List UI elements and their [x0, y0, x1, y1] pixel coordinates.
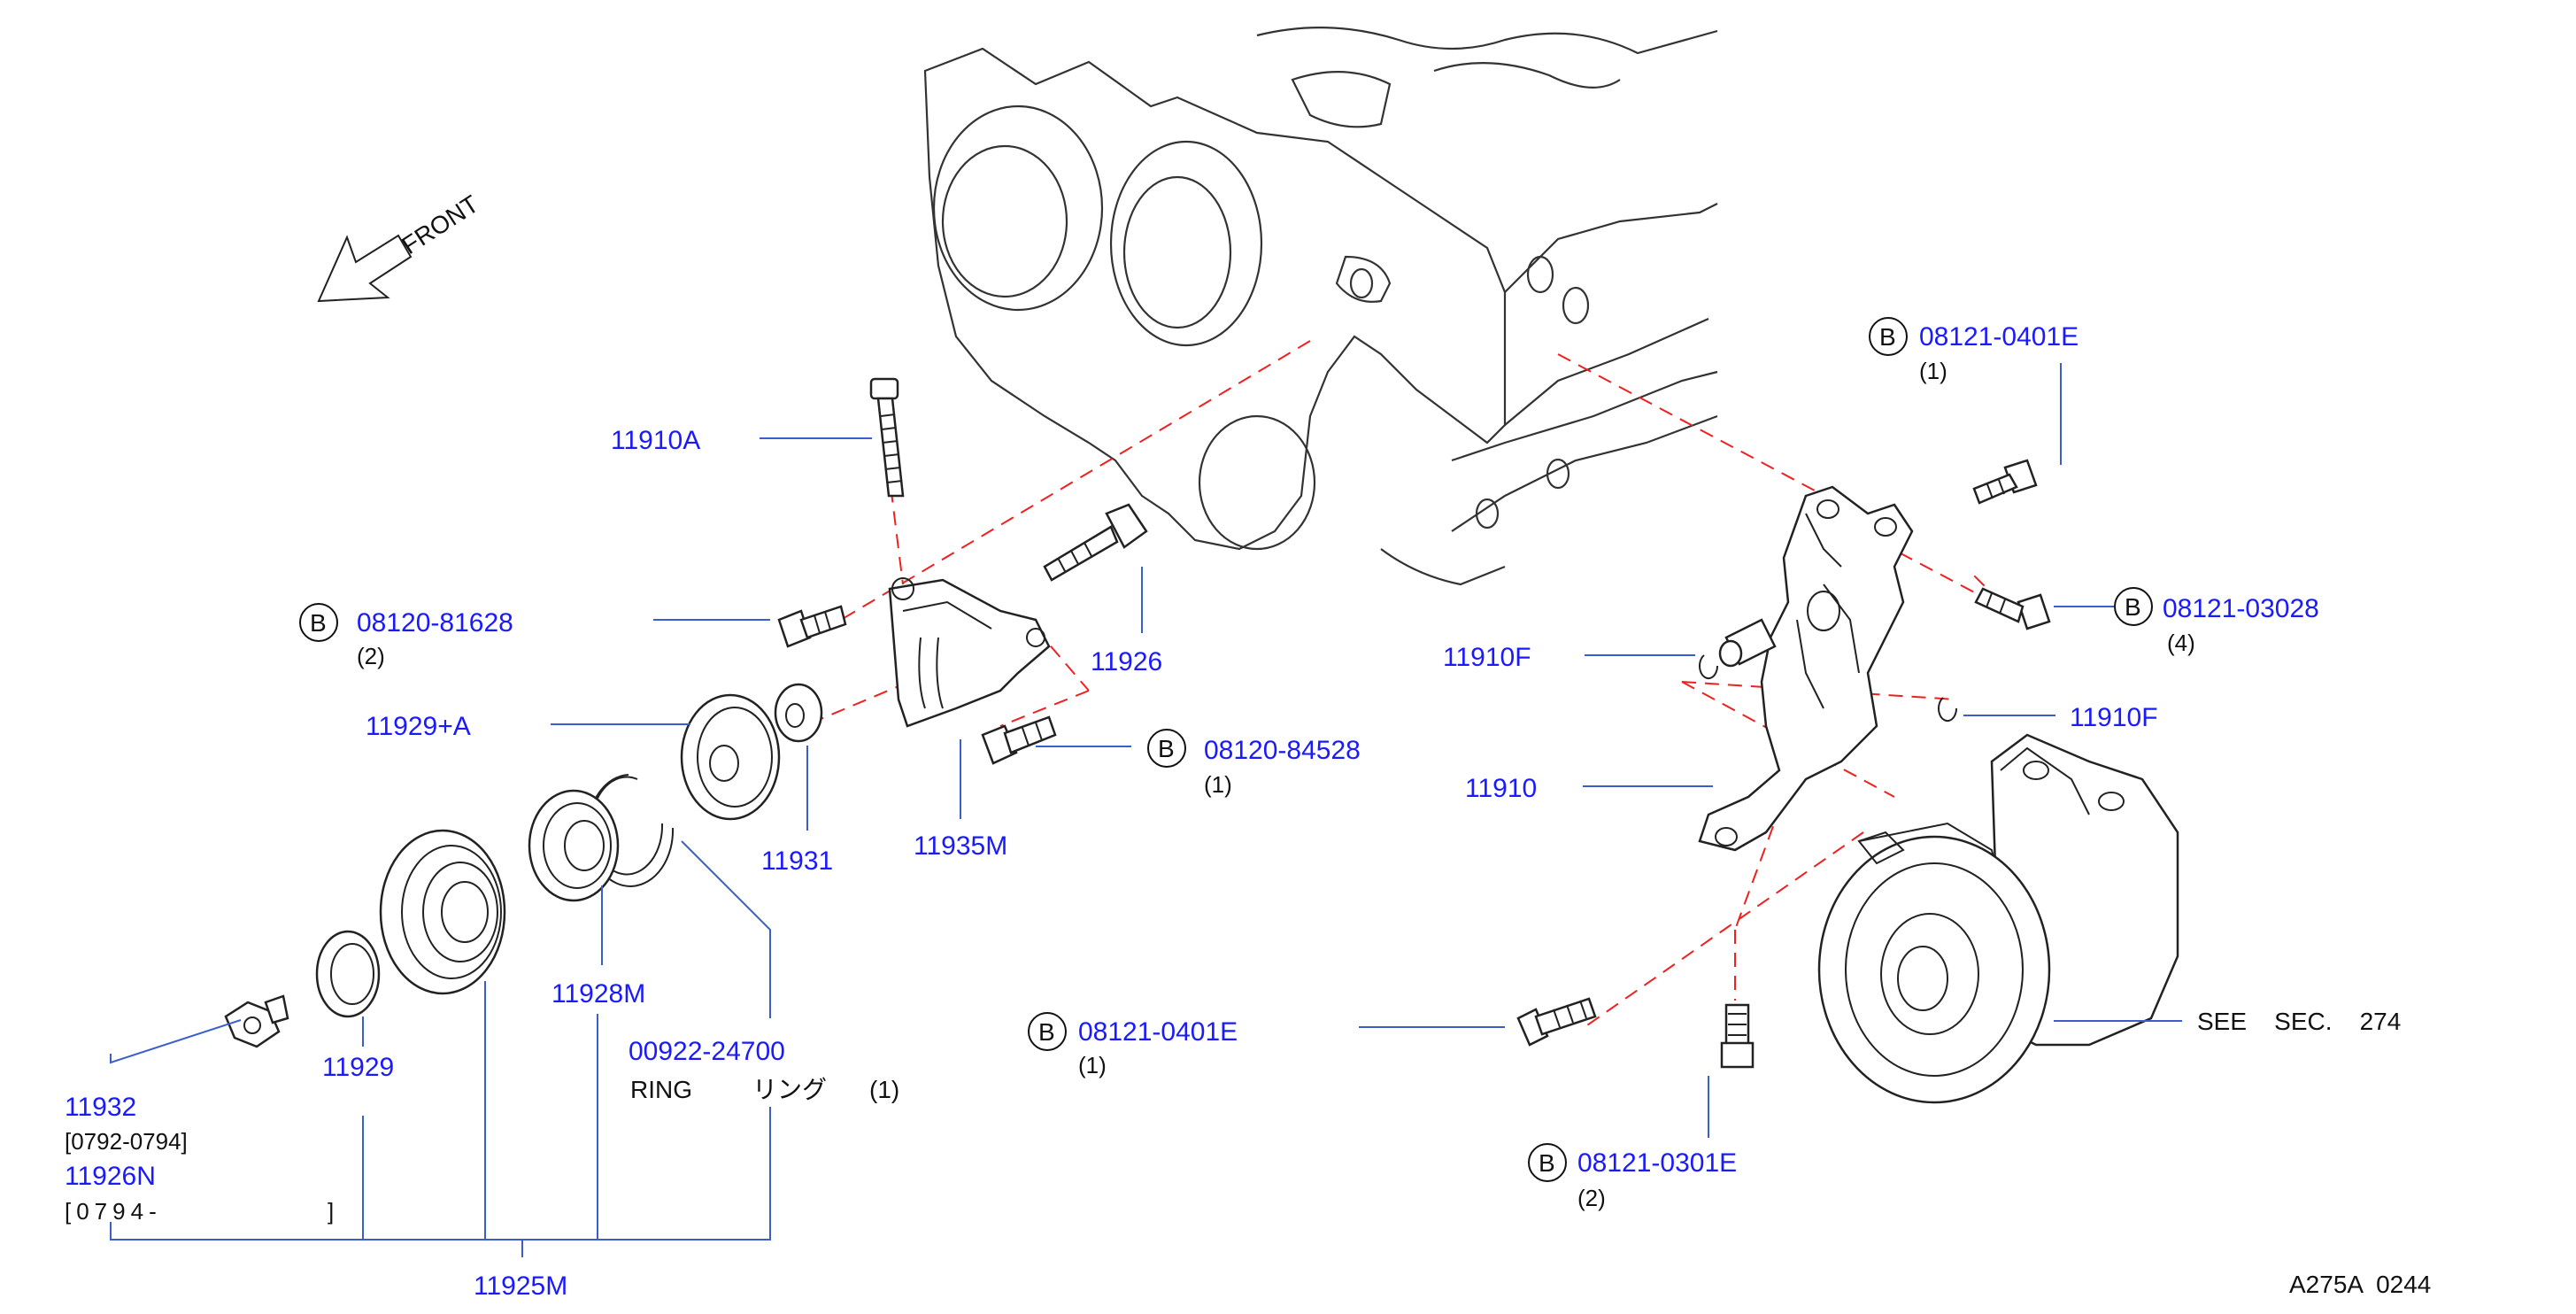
diagram-id: A275A 0244 [2289, 1271, 2431, 1298]
label-11926[interactable]: 11926 [1091, 647, 1162, 676]
range-11932: [0792-0794] [65, 1128, 188, 1155]
bolt-marker-icon: B [1147, 729, 1186, 768]
label-11910f-left[interactable]: 11910F [1443, 643, 1531, 672]
label-08121-0401e-bottom[interactable]: 08121-0401E [1078, 1017, 1238, 1047]
label-08120-81628[interactable]: 08120-81628 [357, 608, 513, 638]
label-11928m[interactable]: 11928M [551, 979, 645, 1009]
label-00922-24700[interactable]: 00922-24700 [629, 1037, 785, 1066]
bolt-08120-81628 [777, 605, 847, 648]
bolt-marker-icon: B [2114, 587, 2153, 626]
label-08121-0401e-top[interactable]: 08121-0401E [1919, 322, 2079, 352]
label-08121-0301e[interactable]: 08121-0301E [1577, 1148, 1737, 1178]
svg-text:B: B [1158, 735, 1175, 762]
front-arrow-icon [317, 234, 413, 303]
label-11935m[interactable]: 11935M [914, 831, 1007, 861]
svg-text:B: B [1879, 323, 1896, 351]
bolt-11926 [1043, 503, 1148, 582]
washer-11931 [774, 683, 823, 743]
range-11926n-close: ] [328, 1198, 334, 1225]
label-11932[interactable]: 11932 [65, 1093, 136, 1122]
pulley-11925m [379, 829, 506, 995]
ac-compressor [1817, 733, 2179, 1104]
leader-lines [110, 363, 2182, 1257]
front-label: FRONT [397, 190, 483, 260]
svg-text:B: B [310, 609, 327, 637]
engine-block [923, 27, 1718, 586]
label-11925m[interactable]: 11925M [474, 1271, 567, 1301]
ring-text: RING [630, 1076, 692, 1103]
bolt-08121-0401e-bottom [1516, 997, 1597, 1047]
clip-11910f-left [1699, 654, 1719, 680]
label-11926n[interactable]: 11926N [65, 1162, 156, 1191]
qty-08121-0401e-top: (1) [1919, 358, 1947, 384]
cover-11929 [315, 930, 381, 1018]
qty-08120-81628: (2) [357, 643, 385, 669]
label-08121-03028[interactable]: 08121-03028 [2163, 594, 2319, 623]
bolt-08121-0401e-top [1972, 459, 2038, 505]
label-11929a[interactable]: 11929+A [366, 712, 471, 741]
see-section-274[interactable]: SEE SEC. 274 [2197, 1008, 2401, 1035]
label-11929[interactable]: 11929 [322, 1053, 394, 1082]
qty-08121-0401e-bottom: (1) [1078, 1052, 1107, 1078]
nut-11932 [224, 994, 289, 1048]
svg-text:B: B [1038, 1018, 1055, 1046]
qty-08121-03028: (4) [2167, 630, 2195, 656]
ring-qty: (1) [869, 1076, 899, 1103]
qty-08120-84528: (1) [1204, 771, 1232, 798]
label-11910f-right[interactable]: 11910F [2070, 703, 2158, 732]
label-11931[interactable]: 11931 [761, 846, 833, 876]
bolt-marker-icon: B [299, 603, 338, 642]
bolt-08121-03028 [1974, 587, 2051, 630]
bracket-11910 [1698, 485, 1914, 852]
idler-cover-11929a [680, 693, 781, 821]
label-08120-84528[interactable]: 08120-84528 [1204, 736, 1361, 765]
bolt-marker-icon: B [1869, 317, 1908, 356]
label-11910a[interactable]: 11910A [611, 426, 700, 455]
svg-text:B: B [2125, 593, 2141, 621]
bearing-11928m [528, 789, 620, 902]
bolt-08120-84528 [981, 715, 1057, 765]
bolt-marker-icon: B [1028, 1012, 1067, 1051]
bolt-marker-icon: B [1528, 1143, 1567, 1182]
clip-11910f-right [1938, 697, 1958, 723]
svg-text:B: B [1539, 1149, 1555, 1177]
qty-08121-0301e: (2) [1577, 1185, 1606, 1211]
ring-jp-text: リング [752, 1075, 827, 1104]
label-11910[interactable]: 11910 [1465, 774, 1537, 803]
bracket-11935m [888, 577, 1051, 728]
bolt-08121-0301e [1720, 1003, 1755, 1069]
bolt-11910a [869, 377, 905, 498]
range-11926n-open: [0794- [65, 1198, 162, 1225]
